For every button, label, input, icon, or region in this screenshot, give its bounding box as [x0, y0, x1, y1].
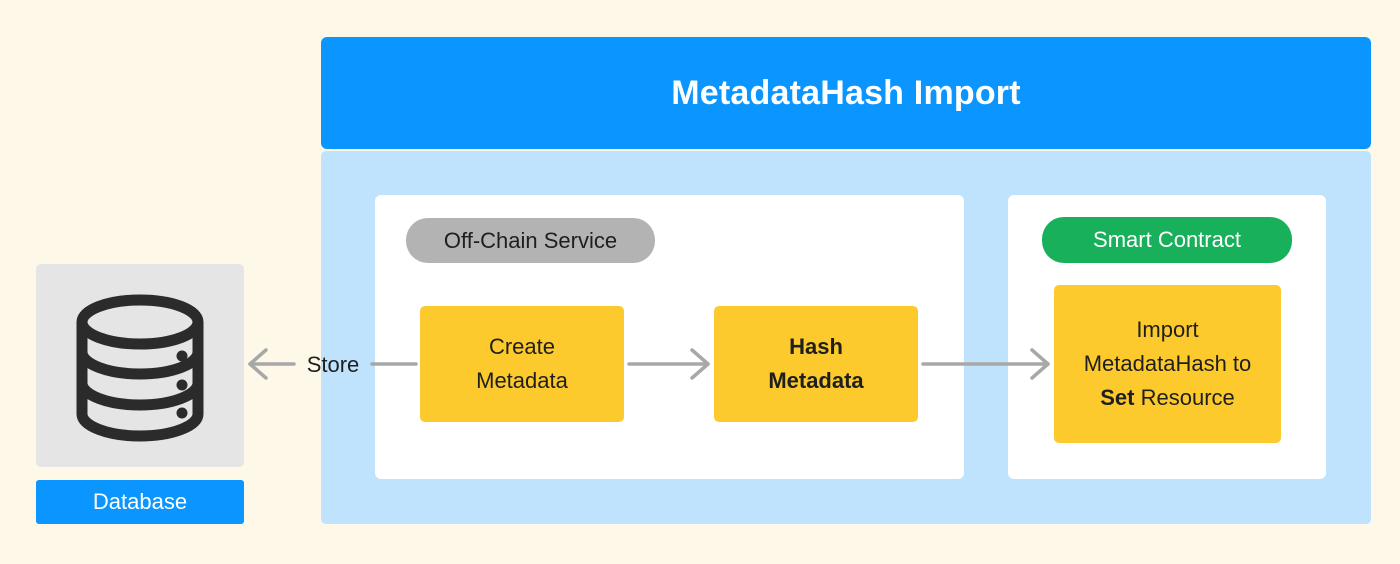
import-metadatahash-step: Import MetadataHash to Set Resource [1054, 285, 1281, 443]
hash-metadata-step: Hash Metadata [714, 306, 918, 422]
title-banner: MetadataHash Import [321, 37, 1371, 149]
smart-contract-label: Smart Contract [1042, 217, 1292, 263]
database-icon [76, 294, 204, 442]
store-label: Store [306, 352, 360, 377]
import-line3: Set Resource [1100, 381, 1235, 415]
database-label: Database [36, 480, 244, 524]
import-line1: Import [1136, 317, 1199, 342]
import-line3-bold: Set [1100, 385, 1135, 410]
create-metadata-step: Create Metadata [420, 306, 624, 422]
create-metadata-line2: Metadata [476, 368, 568, 393]
hash-metadata-line1: Hash [789, 334, 843, 359]
offchain-service-label: Off-Chain Service [406, 218, 655, 263]
import-line3-rest: Resource [1134, 385, 1235, 410]
hash-metadata-line2: Metadata [768, 368, 864, 393]
import-line2: MetadataHash to [1083, 351, 1252, 376]
diagram-title: MetadataHash Import [671, 73, 1021, 112]
create-metadata-line1: Create [488, 334, 556, 359]
